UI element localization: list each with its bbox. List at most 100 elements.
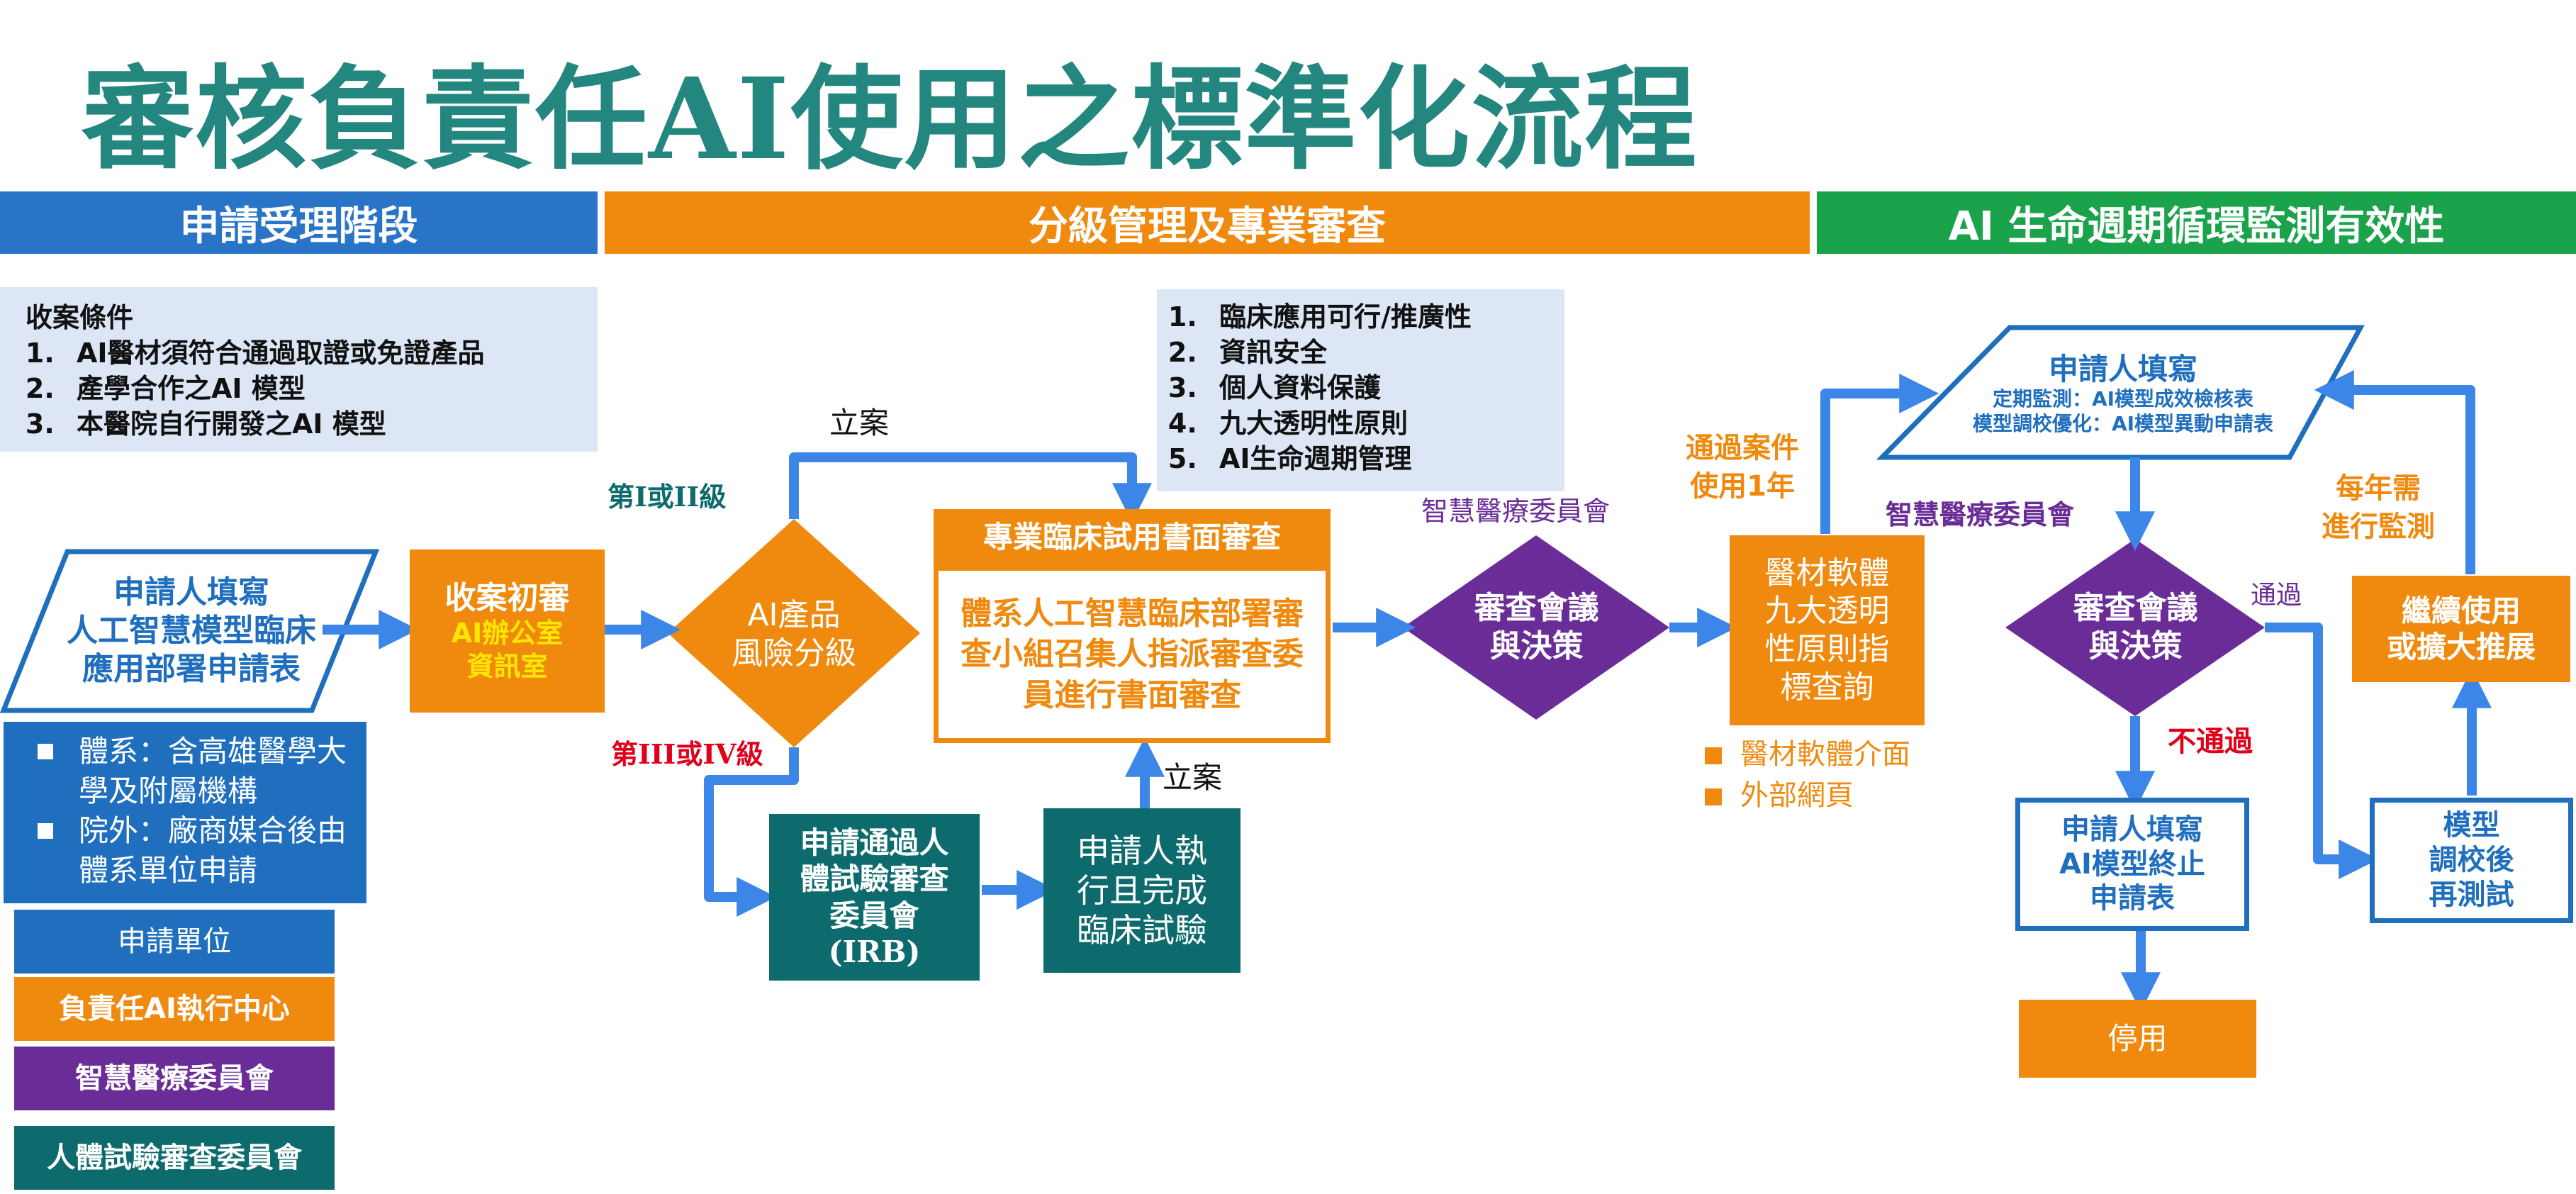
meeting1-diamond: [1403, 535, 1669, 720]
terminate-line: AI模型終止: [2059, 847, 2205, 881]
review-point: 九大透明性原則: [1206, 406, 1543, 441]
stop-box: 停用: [2019, 1000, 2256, 1078]
phase-application: 申請受理階段: [0, 191, 598, 254]
trial-line: 行且完成: [1077, 871, 1207, 910]
label-level-3-4: 第III或IV級: [611, 738, 763, 770]
trial-line: 臨床試驗: [1077, 911, 1207, 950]
arrow-meeting2-to-retest: [2265, 623, 2379, 879]
continue-line: 或擴大推展: [2386, 630, 2536, 664]
written-review-body: 體系人工智慧臨床部署審查小組召集人指派審查委員進行書面審查: [934, 566, 1331, 743]
transparency-query-box: 醫材軟體 九大透明 性原則指 標查詢: [1730, 535, 1925, 725]
retest-line: 再測試: [2429, 878, 2514, 911]
criteria-item: 本醫院自行開發之AI 模型: [64, 406, 576, 442]
square-bullet-icon: [1705, 747, 1722, 764]
criteria-note: 收案條件 AI醫材須符合通過取證或免證產品 產學合作之AI 模型 本醫院自行開發…: [0, 287, 598, 452]
meeting2: 審查會議 與決策: [2045, 581, 2226, 674]
criteria-item: AI醫材須符合通過取證或免證產品: [64, 335, 576, 371]
applicant-form-line: 人工智慧模型臨床: [67, 613, 316, 649]
square-bullet-icon: [1705, 788, 1722, 805]
terminate-line: 申請表: [2090, 882, 2175, 915]
legend-ai-center: 負責任AI執行中心: [14, 977, 335, 1041]
query-item-text: 外部網頁: [1740, 779, 1854, 812]
arrow-risk-to-written: [789, 452, 1152, 523]
monitor-form: 申請人填寫 定期監測：AI模型成效檢核表 模型調校優化：AI模型異動申請表: [1939, 337, 2307, 450]
continue-box: 繼續使用 或擴大推展: [2352, 576, 2570, 682]
label-file-case-top: 立案: [829, 406, 890, 440]
written-review-header: 專業臨床試用書面審查: [934, 509, 1331, 566]
monitor-title: 申請人填寫: [2048, 352, 2197, 387]
arrow-query-to-monitor: [1820, 374, 1939, 534]
criteria-item: 產學合作之AI 模型: [64, 371, 576, 406]
irb-line: (IRB): [828, 934, 921, 969]
phase-lifecycle: AI 生命週期循環監測有效性: [1817, 191, 2576, 254]
continue-line: 繼續使用: [2401, 593, 2521, 628]
label-pass: 通過: [2251, 581, 2302, 610]
query-item: 外部網頁: [1705, 775, 1910, 816]
square-bullet-icon: [38, 823, 53, 839]
meeting2-diamond: [2005, 539, 2265, 716]
label-fail: 不通過: [2168, 725, 2253, 758]
retest-line: 模型: [2443, 809, 2500, 842]
legend-irb: 人體試驗審查委員會: [14, 1126, 335, 1190]
applicant-note: 院外：廠商媒合後由體系單位申請: [13, 811, 357, 891]
risk-line: 風險分級: [732, 635, 856, 671]
label-file-case-bottom: 立案: [1163, 760, 1223, 795]
label-committee-1: 智慧醫療委員會: [1421, 496, 1611, 527]
page-title: 審核負責任AI使用之標準化流程: [82, 54, 1698, 185]
query-line: 標查詢: [1780, 669, 1874, 705]
applicant-note-text: 體系：含高雄醫學大學及附屬機構: [79, 734, 347, 808]
approved-line: 使用1年: [1690, 470, 1795, 503]
meeting1-line: 審查會議: [1474, 590, 1599, 627]
terminate-line: 申請人填寫: [2061, 813, 2203, 846]
phase-review: 分級管理及專業審查: [605, 191, 1810, 254]
review-point: 臨床應用可行/推廣性: [1206, 299, 1543, 335]
termination-form: 申請人填寫 AI模型終止 申請表: [2015, 798, 2249, 931]
arrow-risk-to-irb: [704, 747, 799, 917]
criteria-heading: 收案條件: [26, 302, 134, 333]
legend-applicant-unit: 申請單位: [14, 910, 335, 973]
query-line: 醫材軟體: [1764, 554, 1890, 591]
applicant-form: 申請人填寫 人工智慧模型臨床 應用部署申請表: [28, 560, 354, 702]
retest-box: 模型 調校後 再測試: [2370, 798, 2573, 923]
intake-sub: AI辦公室: [451, 618, 564, 649]
applicant-form-line: 申請人填寫: [113, 574, 269, 611]
query-item: 醫材軟體介面: [1705, 734, 1910, 775]
meeting1: 審查會議 與決策: [1446, 581, 1627, 674]
applicant-note-text: 院外：廠商媒合後由體系單位申請: [79, 813, 347, 888]
meeting2-line: 與決策: [2088, 628, 2183, 664]
meeting1-line: 與決策: [1489, 628, 1584, 664]
review-points-note: 臨床應用可行/推廣性 資訊安全 個人資料保護 九大透明性原則 AI生命週期管理: [1157, 289, 1564, 491]
label-level-1-2: 第I或II級: [607, 481, 727, 513]
review-point: 資訊安全: [1206, 335, 1543, 370]
risk-line: AI產品: [747, 597, 841, 634]
applicant-form-line: 應用部署申請表: [82, 650, 301, 687]
clinical-trial-box: 申請人執 行且完成 臨床試驗: [1043, 808, 1241, 973]
irb-line: 委員會: [829, 898, 919, 933]
applicant-note: 體系：含高雄醫學大學及附屬機構: [13, 732, 357, 811]
label-approved-year: 通過案件 使用1年: [1686, 429, 1799, 506]
intake-review-box: 收案初審 AI辦公室 資訊室: [410, 549, 605, 713]
trial-line: 申請人執: [1077, 831, 1207, 870]
query-item-text: 醫材軟體介面: [1740, 738, 1910, 771]
query-line: 九大透明: [1764, 593, 1890, 630]
intake-sub: 資訊室: [466, 650, 548, 682]
monitor-form-shape: [1876, 325, 2365, 460]
intake-title: 收案初審: [444, 579, 570, 616]
retest-line: 調校後: [2429, 844, 2514, 877]
approved-line: 通過案件: [1686, 432, 1799, 464]
annual-line: 每年需: [2336, 472, 2421, 505]
review-point: 個人資料保護: [1206, 370, 1543, 406]
monitor-line: 定期監測：AI模型成效檢核表: [1992, 387, 2254, 411]
applicant-notes: 體系：含高雄醫學大學及附屬機構 院外：廠商媒合後由體系單位申請: [4, 722, 366, 903]
irb-line: 體試驗審查: [800, 861, 949, 897]
risk-diamond: [668, 519, 920, 747]
label-annual-monitor: 每年需 進行監測: [2322, 469, 2435, 546]
applicant-form-shape: [0, 549, 380, 713]
annual-line: 進行監測: [2322, 510, 2435, 543]
risk-grading: AI產品 風險分級: [695, 581, 893, 688]
meeting2-line: 審查會議: [2073, 590, 2198, 627]
irb-box: 申請通過人 體試驗審查 委員會 (IRB): [769, 814, 980, 981]
monitor-line: 模型調校優化：AI模型異動申請表: [1972, 411, 2274, 435]
square-bullet-icon: [38, 744, 53, 759]
